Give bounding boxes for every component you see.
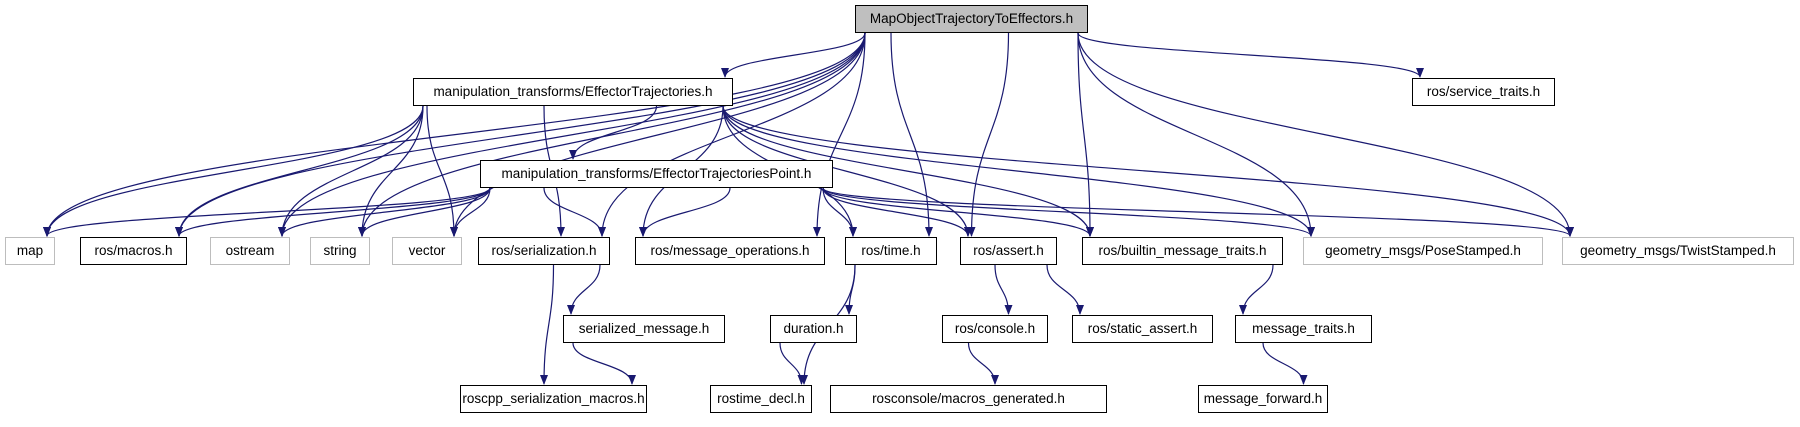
edge-console-to-macros_generated: [967, 342, 999, 385]
node-time[interactable]: ros/time.h: [845, 237, 937, 265]
edge-effector_trajectories-to-effector_trajectories_point: [569, 105, 658, 160]
node-console[interactable]: ros/console.h: [942, 315, 1048, 343]
node-builtin[interactable]: ros/builtin_message_traits.h: [1082, 237, 1283, 265]
edge-effector_trajectories_point-to-assert: [822, 187, 972, 237]
edge-main-to-macros: [175, 32, 866, 237]
edge-effector_trajectories-to-macros: [175, 105, 424, 237]
node-duration[interactable]: duration.h: [770, 315, 857, 343]
node-message_operations[interactable]: ros/message_operations.h: [635, 237, 825, 265]
edge-main-to-pose_stamped: [1077, 32, 1315, 237]
node-message_traits[interactable]: message_traits.h: [1235, 315, 1372, 343]
edge-builtin-to-message_traits: [1239, 264, 1274, 315]
node-effector_trajectories[interactable]: manipulation_transforms/EffectorTrajecto…: [413, 78, 733, 106]
edge-effector_trajectories_point-to-time: [822, 187, 857, 237]
node-static_assert[interactable]: ros/static_assert.h: [1072, 315, 1213, 343]
node-ostream: ostream: [210, 237, 290, 265]
edge-effector_trajectories-to-map: [43, 105, 424, 237]
node-map: map: [5, 237, 55, 265]
edge-assert-to-static_assert: [1046, 264, 1084, 315]
edge-effector_trajectories-to-pose_stamped: [722, 105, 1315, 237]
edge-effector_trajectories_point-to-vector: [450, 187, 491, 237]
edge-effector_trajectories-to-assert: [722, 105, 972, 237]
edge-effector_trajectories_point-to-builtin: [822, 187, 1094, 237]
node-assert[interactable]: ros/assert.h: [960, 237, 1057, 265]
edge-main-to-assert: [967, 32, 1010, 237]
node-service_traits[interactable]: ros/service_traits.h: [1412, 78, 1555, 106]
node-serialization[interactable]: ros/serialization.h: [478, 237, 610, 265]
edge-effector_trajectories_point-to-pose_stamped: [822, 187, 1315, 237]
edge-effector_trajectories_point-to-ostream: [278, 187, 491, 237]
edge-assert-to-console: [994, 264, 1013, 315]
node-main: MapObjectTrajectoryToEffectors.h: [855, 5, 1088, 33]
edge-serialization-to-serialized_message: [567, 264, 601, 315]
edge-effector_trajectories-to-ostream: [278, 105, 424, 237]
edge-serialized_message-to-roscpp_serialization_macros: [572, 342, 636, 385]
node-effector_trajectories_point[interactable]: manipulation_transforms/EffectorTrajecto…: [480, 160, 833, 188]
edge-main-to-effector_trajectories: [721, 32, 866, 78]
edge-main-to-builtin: [1077, 32, 1094, 237]
edge-effector_trajectories_point-to-serialization: [543, 187, 606, 237]
edge-serialization-to-roscpp_serialization_macros: [540, 264, 555, 385]
node-macros[interactable]: ros/macros.h: [80, 237, 187, 265]
node-string: string: [310, 237, 370, 265]
node-roscpp_serialization_macros[interactable]: roscpp_serialization_macros.h: [460, 385, 647, 413]
edge-main-to-ostream: [278, 32, 866, 237]
edge-main-to-string: [358, 32, 866, 237]
node-vector: vector: [392, 237, 462, 265]
edge-duration-to-rostime_decl: [779, 342, 806, 385]
edge-main-to-map: [43, 32, 866, 237]
edge-main-to-time: [890, 32, 933, 237]
node-macros_generated[interactable]: rosconsole/macros_generated.h: [830, 385, 1107, 413]
edge-message_traits-to-message_forward: [1262, 342, 1308, 385]
edge-effector_trajectories-to-vector: [426, 105, 458, 237]
edge-effector_trajectories_point-to-map: [43, 187, 491, 237]
node-twist_stamped: geometry_msgs/TwistStamped.h: [1562, 237, 1794, 265]
edge-main-to-vector: [450, 32, 866, 237]
edge-main-to-service_traits: [1077, 32, 1424, 78]
edge-main-to-twist_stamped: [1077, 32, 1574, 237]
node-rostime_decl[interactable]: rostime_decl.h: [710, 385, 812, 413]
node-pose_stamped: geometry_msgs/PoseStamped.h: [1303, 237, 1543, 265]
edge-effector_trajectories_point-to-macros: [175, 187, 491, 237]
edge-main-to-message_operations: [813, 32, 866, 237]
node-serialized_message[interactable]: serialized_message.h: [563, 315, 725, 343]
node-message_forward[interactable]: message_forward.h: [1198, 385, 1328, 413]
edge-effector_trajectories-to-string: [358, 105, 424, 237]
edge-effector_trajectories-to-twist_stamped: [722, 105, 1574, 237]
edge-effector_trajectories_point-to-twist_stamped: [822, 187, 1574, 237]
edge-effector_trajectories_point-to-string: [358, 187, 491, 237]
edge-effector_trajectories_point-to-message_operations: [639, 187, 731, 237]
